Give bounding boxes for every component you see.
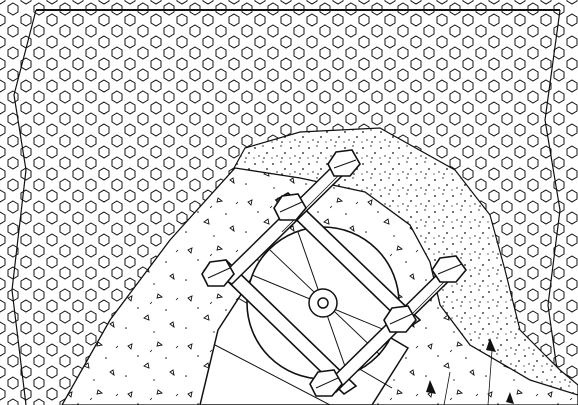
pipe-section-line — [214, 344, 331, 405]
nut-icon — [327, 149, 361, 177]
nut-icon — [273, 193, 307, 221]
pipe-center-dot — [317, 297, 329, 309]
gravel-left-edge — [11, 9, 37, 405]
nut-icon — [309, 369, 343, 397]
aggregate-stroke — [487, 349, 493, 405]
aggregate-mark — [486, 338, 496, 352]
nut-icon — [383, 305, 417, 333]
nut-icon — [201, 259, 235, 287]
aggregate-mark — [426, 380, 436, 394]
aggregate-mark — [506, 392, 514, 404]
nut-icon — [431, 255, 468, 283]
aggregate-stroke — [443, 371, 451, 405]
gravel-right-edge — [544, 9, 563, 405]
bolt-thread — [281, 175, 339, 233]
